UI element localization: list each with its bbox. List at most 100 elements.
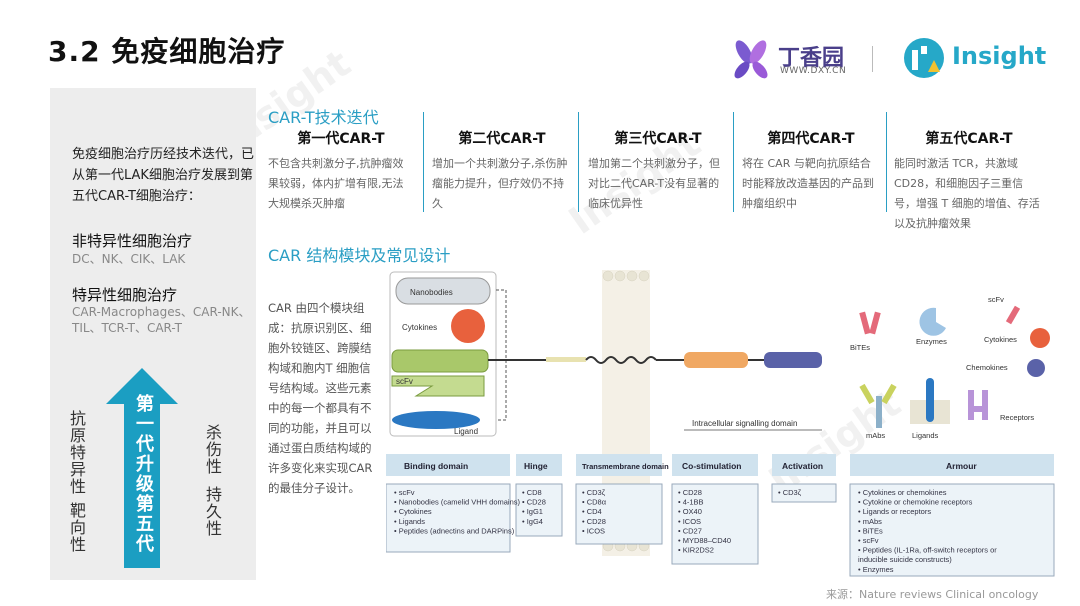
sidebar-panel: 免疫细胞治疗历经技术迭代，已从第一代LAK细胞治疗发展到第五代CAR-T细胞治疗… bbox=[50, 88, 256, 580]
domain-item: • Cytokines bbox=[394, 507, 432, 516]
domain-table bbox=[386, 454, 1055, 577]
domain-header-box bbox=[772, 454, 836, 476]
scfv-upper-shape bbox=[391, 349, 489, 373]
domain-items-box bbox=[386, 483, 511, 553]
domain-item: • scFv bbox=[858, 536, 879, 545]
ligand-armour-icon bbox=[926, 378, 934, 422]
chemokine-icon bbox=[1027, 359, 1045, 377]
generation-desc: 增加一个共刺激分子,杀伤肿瘤能力提升，但疗效仍不持久 bbox=[432, 157, 568, 210]
domain-items-box bbox=[849, 483, 1055, 577]
insight-brand-name: Insight bbox=[952, 42, 1047, 70]
upgrade-arrow-label: 第一代升级第五代 bbox=[133, 394, 154, 554]
domain-header-box bbox=[576, 454, 662, 476]
domain-item: • Ligands bbox=[394, 517, 425, 526]
domain-items: • scFv• Nanobodies (camelid VHH domains)… bbox=[394, 488, 997, 574]
label-nanobodies: Nanobodies bbox=[410, 288, 453, 297]
specific-items: CAR-Macrophages、CAR-NK、TIL、TCR-T、CAR-T bbox=[72, 305, 251, 335]
label-ligands: Ligands bbox=[912, 431, 939, 440]
label-intracellular: Intracellular signalling domain bbox=[692, 419, 797, 428]
generation-desc: 不包含共刺激分子,抗肿瘤效果较弱，体内扩增有限,无法大规模杀灭肿瘤 bbox=[268, 157, 404, 210]
insight-mark-icon bbox=[904, 38, 944, 78]
domain-item: • CD28 bbox=[522, 498, 546, 507]
dxy-flower-icon bbox=[734, 40, 768, 79]
domain-item: • CD27 bbox=[678, 526, 702, 535]
label-enzymes: Enzymes bbox=[916, 337, 947, 346]
sidebar-intro: 免疫细胞治疗历经技术迭代，已从第一代LAK细胞治疗发展到第五代CAR-T细胞治疗… bbox=[72, 147, 255, 204]
nonspecific-title: 非特异性细胞治疗 bbox=[72, 232, 193, 250]
column-divider bbox=[578, 112, 579, 212]
domain-items-box bbox=[575, 483, 663, 545]
domain-item: • CD4 bbox=[582, 507, 602, 516]
hinge-shape bbox=[546, 357, 586, 362]
generation-title: 第四代CAR-T bbox=[767, 131, 855, 147]
generation-title: 第二代CAR-T bbox=[458, 131, 546, 147]
bites-icon bbox=[859, 311, 881, 335]
domain-item: • CD28 bbox=[582, 517, 606, 526]
column-divider bbox=[423, 112, 424, 212]
costim-shape bbox=[684, 352, 748, 368]
domain-item: • BiTEs bbox=[858, 526, 883, 535]
label-bites: BiTEs bbox=[850, 343, 870, 352]
domain-item: • Enzymes bbox=[858, 565, 894, 574]
domain-item: • scFv bbox=[394, 488, 415, 497]
domain-header-box bbox=[386, 454, 510, 476]
car-structure-diagram: Nanobodies Cytokines scFv Ligand Intrace… bbox=[386, 270, 1055, 577]
cytokine-shape bbox=[451, 309, 485, 343]
column-divider bbox=[733, 112, 734, 212]
domain-item: • Cytokines or chemokines bbox=[858, 488, 947, 497]
domain-item: • 4-1BB bbox=[678, 498, 704, 507]
generation-title: 第五代CAR-T bbox=[925, 131, 1013, 147]
domain-header-box bbox=[850, 454, 1054, 476]
dxy-url: WWW.DXY.CN bbox=[780, 66, 847, 76]
generation-card-4: 第四代CAR-T 将在 CAR 与靶向抗原结合时能释放改造基因的产品到肿瘤组织中 bbox=[742, 128, 880, 214]
domain-item: • Cytokine or chemokine receptors bbox=[858, 498, 973, 507]
label-ligand: Ligand bbox=[454, 427, 478, 436]
column-divider bbox=[886, 112, 887, 212]
specific-title: 特异性细胞治疗 bbox=[72, 286, 178, 304]
generation-desc: 将在 CAR 与靶向抗原结合时能释放改造基因的产品到肿瘤组织中 bbox=[742, 157, 874, 210]
generation-desc: 增加第二个共刺激分子，但对比二代CAR-T没有显著的临床优异性 bbox=[588, 157, 720, 210]
receptor-icon bbox=[968, 390, 988, 420]
label-chemokines: Chemokines bbox=[966, 363, 1008, 372]
nonspecific-items: DC、NK、CIK、LAK bbox=[72, 252, 186, 266]
domain-item: • mAbs bbox=[858, 517, 882, 526]
domain-item: • CD8 bbox=[522, 488, 542, 497]
domain-header: Activation bbox=[782, 461, 823, 471]
generation-card-3: 第三代CAR-T 增加第二个共刺激分子，但对比二代CAR-T没有显著的临床优异性 bbox=[588, 128, 728, 214]
cytokine-armour-icon bbox=[1030, 328, 1050, 348]
domain-item: • CD28 bbox=[678, 488, 702, 497]
domain-items-box bbox=[771, 483, 837, 503]
generation-desc: 能同时激活 TCR，共激域CD28，和细胞因子三重信号，增强 T 细胞的增值、存… bbox=[894, 157, 1040, 230]
insight-logo: Insight bbox=[902, 36, 1052, 80]
page-title: 3.2 免疫细胞治疗 bbox=[48, 35, 286, 68]
domain-item: • MYD88–CD40 bbox=[678, 536, 731, 545]
ligand-shape bbox=[392, 411, 480, 429]
domain-header: Armour bbox=[946, 461, 977, 471]
domain-item: • Peptides (adnectins and DARPins) bbox=[394, 526, 515, 535]
domain-item: • KIR2DS2 bbox=[678, 546, 714, 555]
label-receptors: Receptors bbox=[1000, 413, 1034, 422]
enzyme-icon bbox=[919, 307, 946, 336]
activation-shape bbox=[764, 352, 822, 368]
generation-title: 第三代CAR-T bbox=[614, 131, 702, 147]
scfv-armour-icon bbox=[1005, 305, 1021, 325]
section-title-car-structure: CAR 结构模块及常见设计 bbox=[268, 246, 451, 265]
domain-item: • IgG1 bbox=[522, 507, 543, 516]
logo-divider bbox=[872, 46, 873, 72]
domain-item: • CD3ζ bbox=[778, 488, 802, 497]
label-mabs: mAbs bbox=[866, 431, 885, 440]
vertical-label-targeting: 靶向性 bbox=[67, 502, 86, 553]
domain-item: • CD8α bbox=[582, 498, 607, 507]
domain-header: Transmembrane domain bbox=[582, 462, 669, 471]
domain-items-box bbox=[671, 483, 759, 565]
domain-item: • Peptides (IL-1Ra, off-switch receptors… bbox=[858, 546, 997, 555]
generation-card-1: 第一代CAR-T 不包含共刺激分子,抗肿瘤效果较弱，体内扩增有限,无法大规模杀灭… bbox=[268, 128, 414, 214]
domain-item: • IgG4 bbox=[522, 517, 543, 526]
mabs-icon bbox=[859, 383, 897, 428]
vertical-label-persistence: 持久性 bbox=[203, 486, 222, 537]
domain-header: Co-stimulation bbox=[682, 461, 742, 471]
label-cytokines-armour: Cytokines bbox=[984, 335, 1017, 344]
domain-item: • Ligands or receptors bbox=[858, 507, 931, 516]
scfv-lower-shape bbox=[391, 375, 485, 397]
domain-item: • Nanobodies (camelid VHH domains) bbox=[394, 498, 521, 507]
